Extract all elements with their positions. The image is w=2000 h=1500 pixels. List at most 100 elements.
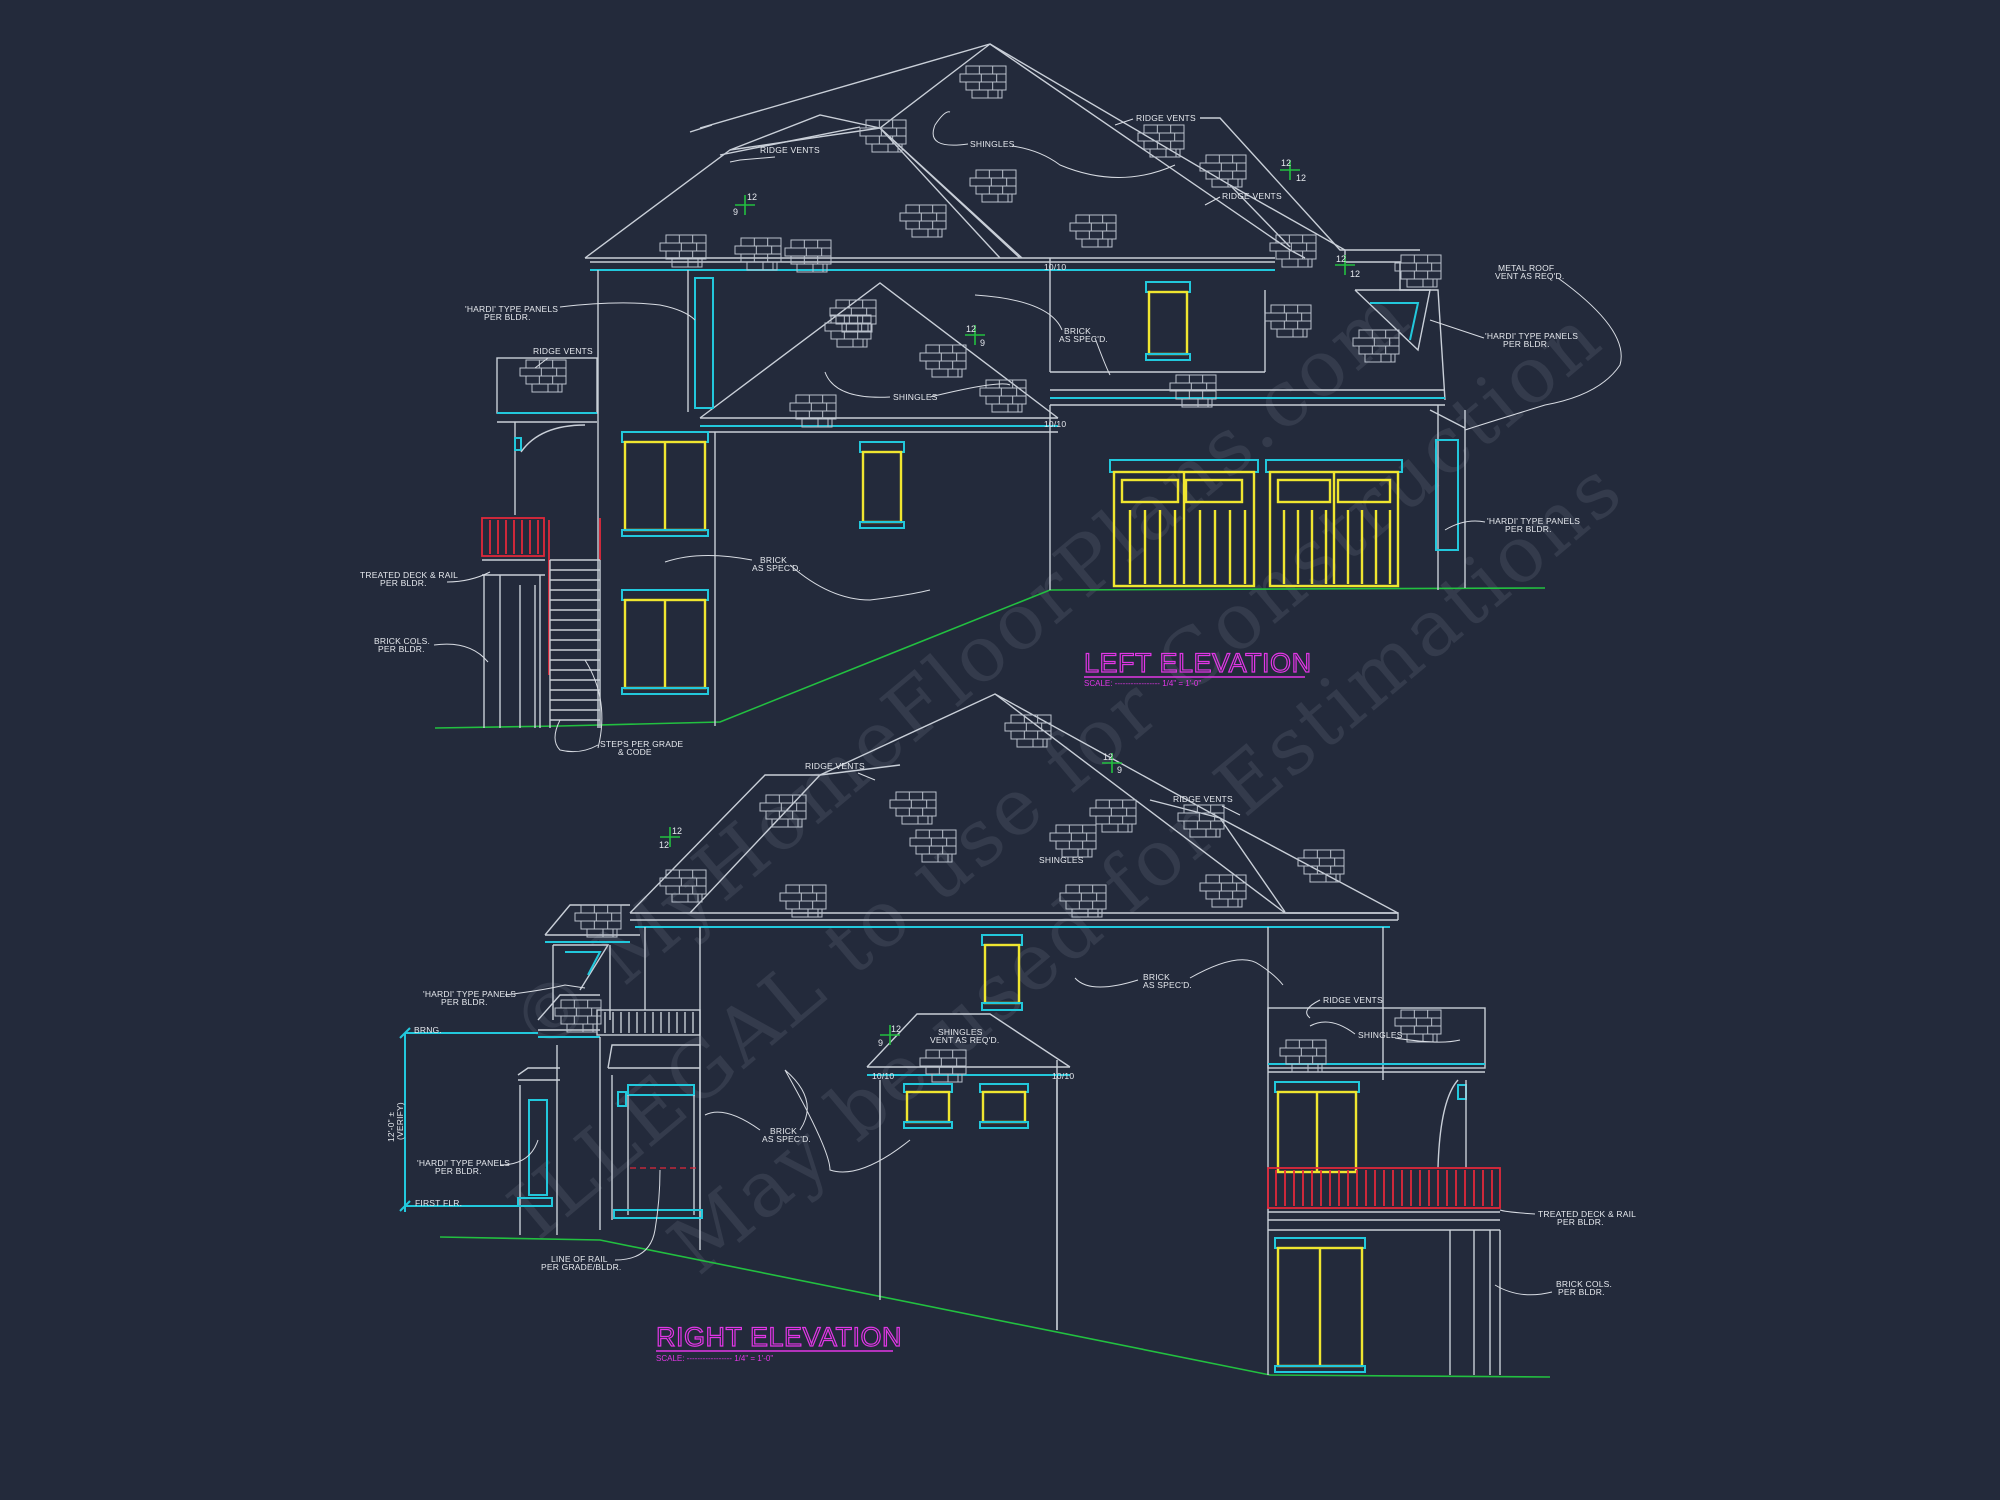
left-grade-line: [434, 587, 1546, 729]
left-elevation: 12 9 12 12 12 12 12 9 10/10 10/10 RIDGE …: [360, 43, 1622, 757]
svg-text:PER BLDR.: PER BLDR.: [441, 997, 488, 1007]
svg-text:'HARDI' TYPE PANELS: 'HARDI' TYPE PANELS: [465, 304, 558, 314]
svg-text:BRICK: BRICK: [760, 555, 787, 565]
svg-text:RIDGE VENTS: RIDGE VENTS: [1136, 113, 1196, 123]
svg-text:RIDGE VENTS: RIDGE VENTS: [1173, 794, 1233, 804]
brick-hatch: [1279, 1039, 1327, 1073]
svg-text:9: 9: [1117, 765, 1122, 775]
window-bump-left: [903, 1083, 953, 1129]
svg-text:'HARDI' TYPE PANELS: 'HARDI' TYPE PANELS: [423, 989, 516, 999]
brick-hatch: [1089, 799, 1137, 833]
svg-text:PER BLDR.: PER BLDR.: [1557, 1217, 1604, 1227]
brick-hatch: [1269, 234, 1317, 268]
brick-hatch: [574, 904, 622, 938]
svg-text:LINE OF RAIL: LINE OF RAIL: [551, 1254, 608, 1264]
svg-text:PER BLDR.: PER BLDR.: [380, 578, 427, 588]
brick-hatch: [1137, 124, 1185, 158]
svg-text:TREATED DECK & RAIL: TREATED DECK & RAIL: [1538, 1209, 1636, 1219]
svg-text:RIDGE VENTS: RIDGE VENTS: [805, 761, 865, 771]
svg-text:AS SPEC'D.: AS SPEC'D.: [762, 1134, 811, 1144]
window-right-upper: [981, 934, 1023, 1011]
svg-text:PER BLDR.: PER BLDR.: [435, 1166, 482, 1176]
brick-hatch: [959, 65, 1007, 99]
svg-text:METAL ROOF: METAL ROOF: [1498, 263, 1554, 273]
left-elevation-scale: SCALE: ----------------- 1/4" = 1'-0": [1084, 679, 1201, 688]
note-ridge-vents: RIDGE VENTS: [760, 145, 820, 155]
brick-hatch: [1004, 714, 1052, 748]
svg-text:12: 12: [659, 840, 669, 850]
brick-hatch: [979, 379, 1027, 413]
svg-text:12: 12: [891, 1024, 901, 1034]
svg-text:10/10: 10/10: [1044, 262, 1066, 272]
svg-text:RIDGE VENTS: RIDGE VENTS: [533, 346, 593, 356]
brick-hatch: [1264, 304, 1312, 338]
brick-hatch: [1297, 849, 1345, 883]
brick-hatch: [659, 869, 707, 903]
brick-hatch-group-right: [554, 714, 1442, 1083]
brick-hatch: [859, 119, 907, 153]
window-right-deck: [1274, 1081, 1360, 1174]
svg-text:(VERIFY): (VERIFY): [395, 1102, 405, 1140]
svg-text:10/10: 10/10: [872, 1071, 894, 1081]
svg-text:PER BLDR.: PER BLDR.: [484, 312, 531, 322]
svg-text:PER BLDR.: PER BLDR.: [1503, 339, 1550, 349]
pitch-symbol-5: 12 12: [659, 826, 682, 850]
svg-text:& CODE: & CODE: [618, 747, 652, 757]
svg-text:VENT AS REQ'D.: VENT AS REQ'D.: [930, 1035, 999, 1045]
brick-hatch-group: [519, 65, 1442, 428]
svg-text:'HARDI' TYPE PANELS: 'HARDI' TYPE PANELS: [417, 1158, 510, 1168]
svg-text:BRICK COLS.: BRICK COLS.: [1556, 1279, 1612, 1289]
brick-hatch: [1394, 1009, 1442, 1043]
brick-hatch: [1394, 254, 1442, 288]
svg-text:FIRST FLR.: FIRST FLR.: [415, 1198, 462, 1208]
svg-text:12: 12: [1281, 158, 1291, 168]
pitch-symbol-4: 12 9: [965, 324, 985, 348]
right-elevation-title: RIGHT ELEVATION: [656, 1322, 902, 1352]
garage-door-1: [1109, 459, 1259, 588]
svg-text:PER BLDR.: PER BLDR.: [1558, 1287, 1605, 1297]
brick-hatch: [1352, 329, 1400, 363]
svg-text:AS SPEC'D.: AS SPEC'D.: [1059, 334, 1108, 344]
right-elevation: 12 12 12 9 12 9 10/10 10/10 RIDGE VENTS …: [386, 693, 1636, 1378]
brick-hatch: [659, 234, 707, 268]
right-grade-line: [439, 1236, 1551, 1378]
svg-text:12: 12: [1296, 173, 1306, 183]
pitch-symbol-7: 12 9: [878, 1024, 901, 1048]
porch-roof: [496, 357, 598, 414]
brick-hatch: [899, 204, 947, 238]
svg-text:9: 9: [980, 338, 985, 348]
svg-text:10/10: 10/10: [1052, 1071, 1074, 1081]
svg-text:'HARDI' TYPE PANELS: 'HARDI' TYPE PANELS: [1487, 516, 1580, 526]
brick-hatch: [919, 1049, 967, 1083]
brick-hatch: [969, 169, 1017, 203]
brick-hatch: [1177, 804, 1225, 838]
svg-text:10/10: 10/10: [1044, 419, 1066, 429]
window-upper-left: [621, 431, 709, 537]
height-dimension: [399, 1027, 538, 1212]
svg-text:SHINGLES: SHINGLES: [938, 1027, 983, 1037]
svg-text:PER GRADE/BLDR.: PER GRADE/BLDR.: [541, 1262, 621, 1272]
watermark-line-2: ILLEGAL to use for Construction: [493, 291, 1619, 1256]
svg-text:12: 12: [966, 324, 976, 334]
brick-hatch: [1059, 884, 1107, 918]
svg-text:BRICK: BRICK: [770, 1126, 797, 1136]
svg-text:TREATED DECK & RAIL: TREATED DECK & RAIL: [360, 570, 458, 580]
brick-hatch: [779, 884, 827, 918]
brick-hatch: [1069, 214, 1117, 248]
svg-text:SHINGLES: SHINGLES: [1039, 855, 1084, 865]
brick-hatch: [824, 314, 872, 348]
svg-text:12: 12: [747, 192, 757, 202]
svg-text:AS SPEC'D.: AS SPEC'D.: [1143, 980, 1192, 990]
note-shingles: SHINGLES: [970, 139, 1015, 149]
svg-text:STEPS PER GRADE: STEPS PER GRADE: [600, 739, 683, 749]
garage-door-2: [1265, 459, 1403, 588]
brick-hatch: [919, 344, 967, 378]
brick-hatch: [1199, 874, 1247, 908]
svg-text:12'-0" ±: 12'-0" ±: [386, 1112, 396, 1142]
window-upper-right: [1145, 281, 1191, 361]
svg-text:9: 9: [878, 1038, 883, 1048]
svg-text:SHINGLES: SHINGLES: [893, 392, 938, 402]
brick-hatch: [789, 394, 837, 428]
steps: [549, 559, 601, 728]
brick-hatch: [1049, 824, 1097, 858]
